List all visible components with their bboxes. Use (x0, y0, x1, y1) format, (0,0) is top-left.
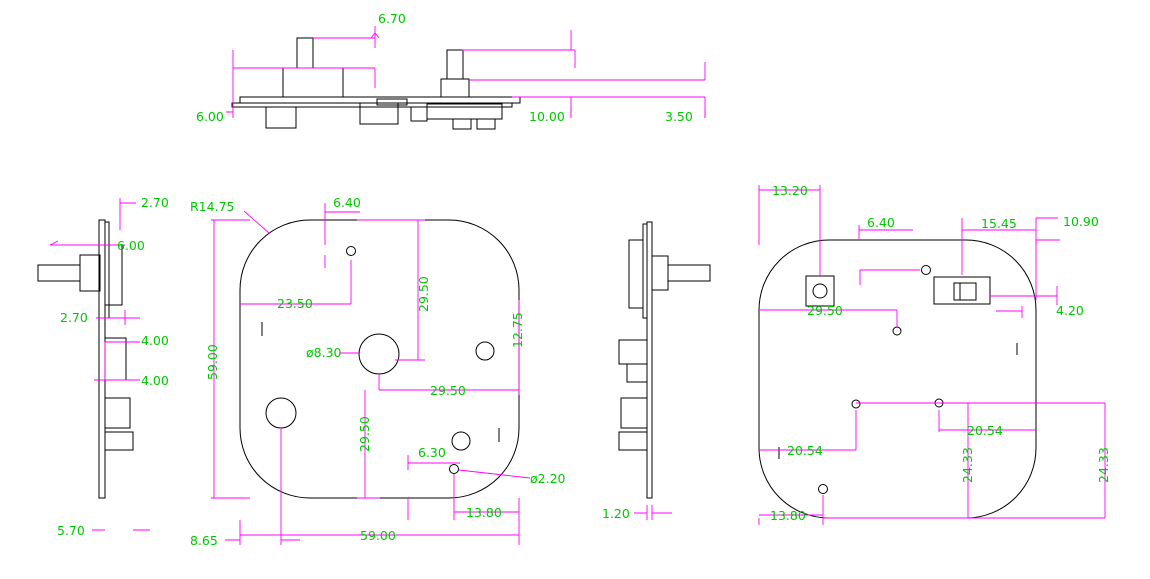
right-view-dimensions (634, 505, 672, 520)
top-dim-10-00: 10.00 (529, 109, 565, 124)
back-dim-10-90: 10.90 (1063, 214, 1099, 229)
top-dim-6-00: 6.00 (196, 109, 224, 124)
front-dim-13-80: 13.80 (466, 505, 502, 520)
back-dim-15-45: 15.45 (981, 216, 1017, 231)
back-view: 13.20 6.40 15.45 10.90 29.50 4.20 20.54 … (758, 183, 1111, 525)
back-dim-13-80: 13.80 (770, 508, 806, 523)
left-dim-5-70: 5.70 (57, 523, 85, 538)
front-dim-29-50-vert-top: 29.50 (416, 276, 431, 312)
front-dim-59-00-vert: 59.00 (205, 344, 220, 380)
top-dim-6-70: 6.70 (378, 11, 406, 26)
back-dim-20-54-left: 20.54 (787, 443, 823, 458)
back-dim-20-54-right: 20.54 (967, 423, 1003, 438)
back-dim-24-33-outer: 24.33 (1096, 447, 1111, 483)
back-view-dimensions (758, 185, 1106, 525)
left-view-outline (37, 219, 134, 499)
front-dim-23-50: 23.50 (277, 296, 313, 311)
back-dim-6-40: 6.40 (867, 215, 895, 230)
front-dim-8-65: 8.65 (190, 533, 218, 548)
top-view-dimensions (226, 26, 706, 118)
right-view-outline (618, 221, 711, 499)
right-dim-1-20: 1.20 (602, 506, 630, 521)
back-dim-13-20: 13.20 (772, 183, 808, 198)
front-view: R14.75 6.40 29.50 23.50 12.75 59.00 ø8.3… (190, 195, 566, 548)
front-dim-6-30: 6.30 (418, 445, 446, 460)
left-dim-4-00-b: 4.00 (141, 373, 169, 388)
back-view-outline (758, 239, 1037, 519)
left-dim-4-00-a: 4.00 (141, 333, 169, 348)
front-dim-29-50-vert-bottom: 29.50 (357, 416, 372, 452)
left-view-dimensions (49, 198, 150, 531)
top-view: 6.70 6.00 10.00 3.50 (196, 11, 706, 130)
front-dim-29-50-horiz: 29.50 (430, 383, 466, 398)
front-dim-59-00-horiz: 59.00 (360, 528, 396, 543)
front-dim-6-40: 6.40 (333, 195, 361, 210)
right-view: 1.20 (602, 221, 711, 521)
front-dim-dia-8-30: ø8.30 (306, 345, 342, 360)
back-dim-29-50: 29.50 (807, 303, 843, 318)
left-dim-2-70-top: 2.70 (141, 195, 169, 210)
front-dim-r14-75: R14.75 (190, 199, 234, 214)
left-dim-2-70-mid: 2.70 (60, 310, 88, 325)
left-dim-6-00: 6.00 (117, 238, 145, 253)
front-view-outline (239, 219, 520, 499)
top-view-outline (231, 37, 521, 130)
back-dim-4-20: 4.20 (1056, 303, 1084, 318)
front-dim-12-75: 12.75 (510, 312, 525, 348)
left-view: 2.70 6.00 2.70 4.00 4.00 5.70 (37, 195, 169, 538)
top-dim-3-50: 3.50 (665, 109, 693, 124)
front-dim-dia-2-20: ø2.20 (530, 471, 566, 486)
back-dim-24-33-inner: 24.33 (960, 447, 975, 483)
front-view-dimensions (211, 203, 531, 545)
